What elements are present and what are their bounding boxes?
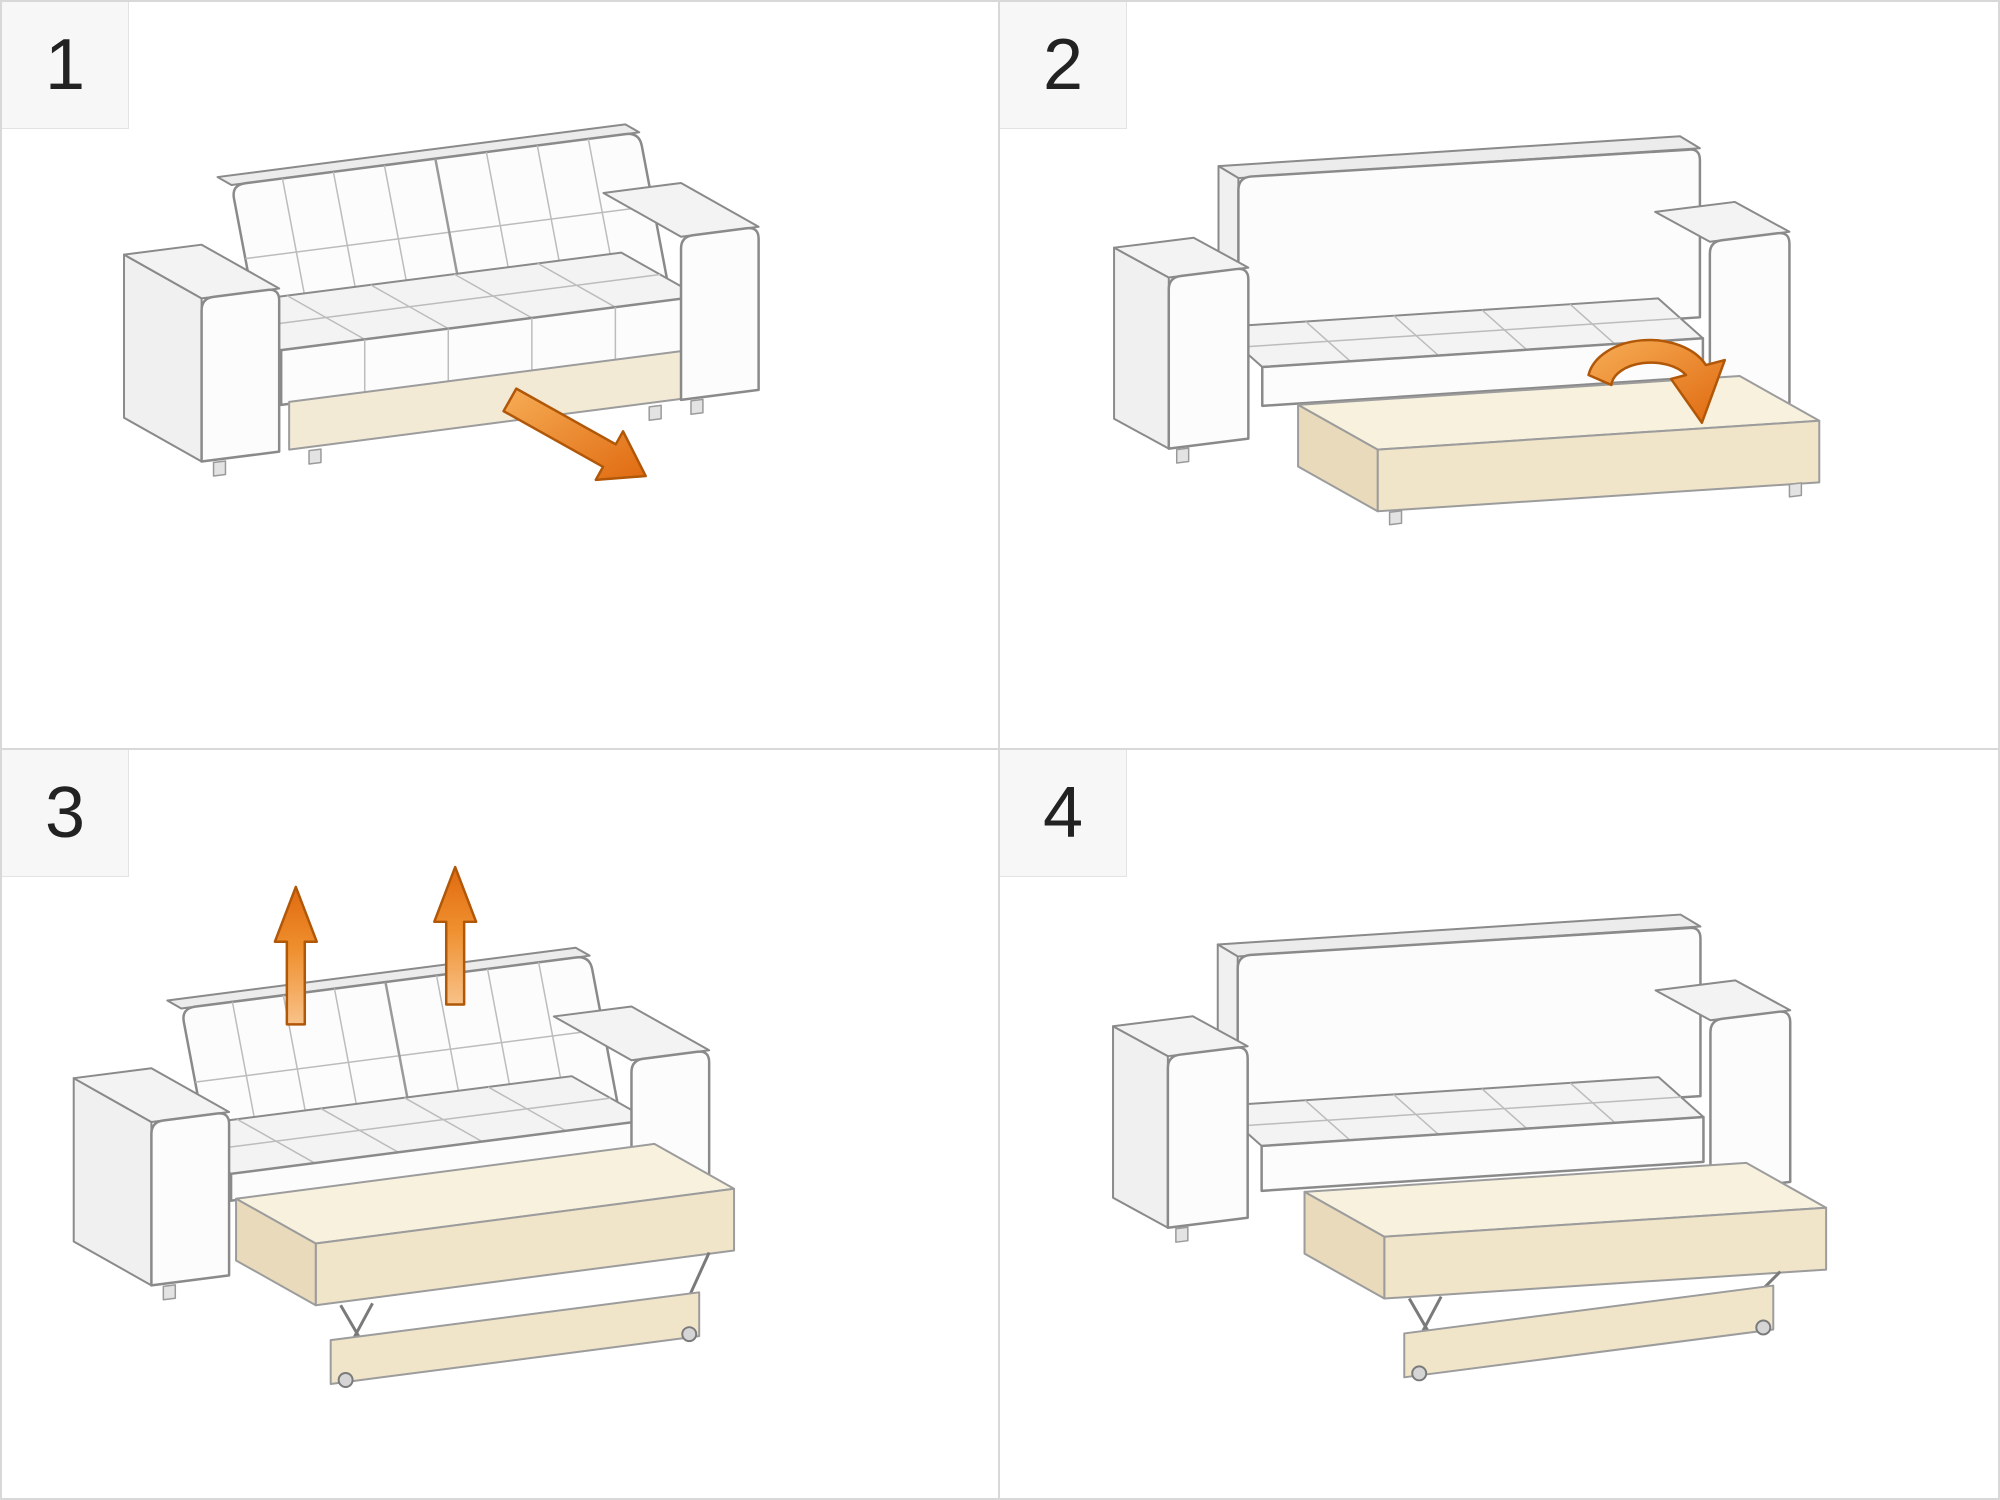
- folding-leg-mechanism: [329, 1251, 711, 1388]
- bed-platform-mattress: [235, 1142, 736, 1307]
- pull-out-arrow-icon: [502, 387, 647, 482]
- step-2-illustration: [1113, 135, 1821, 526]
- step-3-illustration: [72, 865, 736, 1388]
- left-armrest: [72, 1067, 231, 1301]
- step-3-number: 3: [44, 773, 86, 853]
- step-2-panel: 2: [1000, 2, 1998, 750]
- step-4-badge: 4: [1000, 750, 1127, 877]
- lift-up-arrows-icon: [273, 865, 478, 1026]
- step-1-number: 1: [44, 25, 86, 105]
- left-armrest: [1112, 1015, 1249, 1243]
- step-2-number: 2: [1042, 25, 1084, 105]
- step-4-number: 4: [1042, 773, 1084, 853]
- step-3-panel: 3: [2, 750, 1000, 1498]
- bed-platform-mattress: [1303, 1161, 1828, 1300]
- step-1-illustration: [123, 123, 760, 482]
- flip-open-arrow-icon: [1587, 338, 1727, 424]
- left-armrest: [123, 243, 281, 477]
- seat-cushions: [202, 251, 701, 407]
- left-armrest: [1113, 236, 1250, 464]
- step-4-panel: 4: [1000, 750, 1998, 1498]
- right-armrest: [602, 182, 760, 416]
- folding-leg-mechanism: [1403, 1270, 1782, 1382]
- step-2-badge: 2: [1000, 2, 1127, 129]
- right-armrest: [1654, 979, 1792, 1194]
- step-1-badge: 1: [2, 2, 129, 129]
- step-3-badge: 3: [2, 750, 129, 877]
- seat-cushions: [152, 1075, 651, 1202]
- step-4-illustration: [1112, 913, 1828, 1382]
- step-1-panel: 1: [2, 2, 1000, 750]
